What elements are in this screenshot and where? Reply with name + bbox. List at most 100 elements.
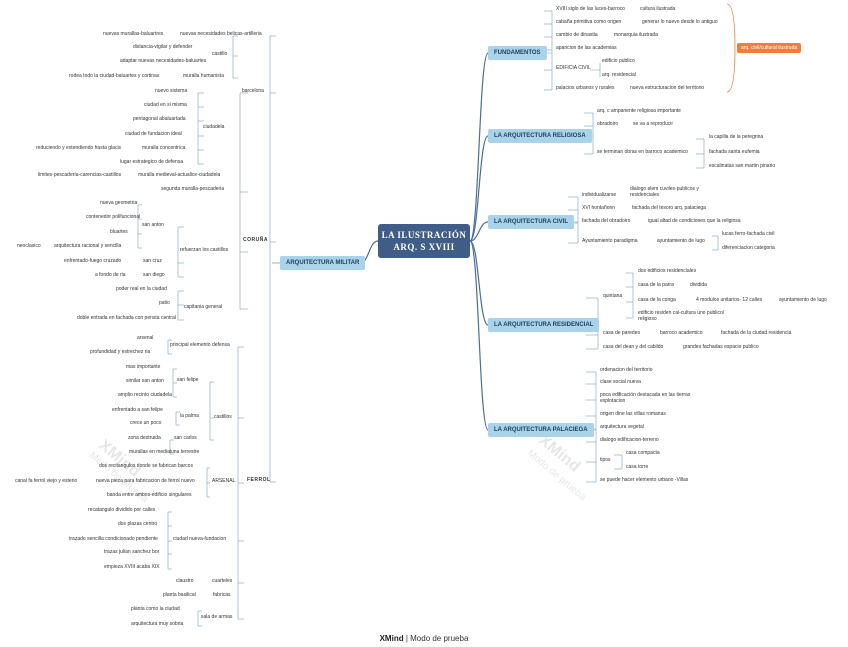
subtopic-coruna[interactable]: CORUÑA [243,237,268,243]
node[interactable]: casa de la conga [638,297,676,303]
node[interactable]: poder real en la ciudad [116,286,167,292]
node[interactable]: a fondo de ria [95,272,126,278]
node[interactable]: igual altad de condiciones que la religi… [648,218,741,224]
node[interactable]: amplio recinto ciudadela [118,392,172,398]
node[interactable]: crece un poco [130,420,162,426]
node[interactable]: empieza XVIII acaba XIX [104,564,160,570]
node[interactable]: murallas en medialuna terrestre [129,449,200,455]
node[interactable]: dialogo elem cuviles-publicos y residenc… [630,186,699,198]
node[interactable]: arquitectura muy sobria [131,621,184,627]
node[interactable]: muralla medieval-actualice-ciudadela [138,172,221,178]
node[interactable]: casa compacta [626,450,660,456]
node[interactable]: san carlos [174,435,197,441]
node[interactable]: origen dine las villas romanas [600,411,666,417]
node[interactable]: diferenciacion categoria [722,245,775,251]
node[interactable]: grandes fachadas espacio publico [683,344,759,350]
node[interactable]: XVI hontañonn [582,205,616,211]
node[interactable]: ayuntamiento de lugo [657,238,705,244]
node[interactable]: fachada del tesoro arq. palaciega [632,205,706,211]
branch-religiosa[interactable]: LA ARQUITECTURA RELIGIOSA [488,129,592,143]
node[interactable]: escalinatas san martin pinario [709,163,776,169]
node[interactable]: se va a reproducir [633,121,674,127]
branch-militar[interactable]: ARQUITECTURA MILITAR [280,256,366,270]
branch-civil[interactable]: LA ARQUITECTURA CIVIL [488,215,574,229]
node[interactable]: se terminan obras en barroco academico [597,149,688,155]
node[interactable]: poca edificación destacada en las tierra… [600,392,691,404]
node[interactable]: nueva geometria [100,200,138,206]
node[interactable]: cambio de dinastia [556,32,598,38]
node[interactable]: fachada del obradoiro [582,218,631,224]
node[interactable]: rodea todo la ciudad-baluartes y cortina… [69,73,160,79]
node[interactable]: doble entrada en fachada con pensta cent… [77,315,176,321]
node[interactable]: san felipe [177,377,199,383]
node[interactable]: EDIFICIA CIVIL [556,65,591,71]
node[interactable]: dos edificios residenciales [638,268,697,274]
node[interactable]: trazado sencilla condicionado pendiente [69,536,158,542]
subtopic-ferrol[interactable]: FERROL [247,477,271,483]
node[interactable]: casa torre [626,464,649,470]
node[interactable]: barcelona [242,88,264,94]
node[interactable]: neoclasico [17,243,41,249]
node[interactable]: patio [159,300,170,306]
node[interactable]: profundidad y estrechez ria [90,349,151,355]
node[interactable]: zona destruida [128,435,161,441]
node[interactable]: tipos [600,457,611,463]
node[interactable]: se puede hacer elemento urbano -Villas [600,477,689,483]
node[interactable]: edificio publico [602,58,635,64]
node[interactable]: mas importante [126,364,161,370]
node[interactable]: arquitectura racional y sencilla [54,243,122,249]
node[interactable]: principal elemento defensa [170,342,230,348]
node[interactable]: edificio residen cal-cultura uno publico… [638,310,725,322]
node[interactable]: planta como la ciudad [131,606,180,612]
node[interactable]: lucas ferro-fachada civil [722,231,775,237]
node[interactable]: planta basilical [163,592,196,598]
node[interactable]: la capilla de la peregrina [709,134,764,140]
node[interactable]: bluartes [110,229,128,235]
node[interactable]: castillo [212,51,228,57]
node[interactable]: la palma [180,413,199,419]
central-topic[interactable]: LA ILUSTRACIÓN ARQ. S XVIII [378,224,470,258]
node[interactable]: trazas julian sanchez bor [104,549,160,555]
node[interactable]: muralla humanista [183,73,224,79]
node[interactable]: limites-pescadería-carencias-castillos [38,172,122,178]
node[interactable]: ciudadela [203,124,225,130]
node[interactable]: fachada santa eufemia [709,149,760,155]
branch-fundamentos[interactable]: FUNDAMENTOS [488,46,547,60]
node[interactable]: cabaña primitiva como origen [556,19,622,25]
node[interactable]: reduciendo y extendiendo hasta glacis [36,145,122,151]
node[interactable]: arquitectura vegetal [600,424,644,430]
node[interactable]: san cruz [143,258,162,264]
node[interactable]: contenedor polifuncional [86,214,141,220]
node[interactable]: segunda muralla-pescaderia [161,186,225,192]
node[interactable]: similar san anton [126,378,164,384]
node[interactable]: fachada de la ciudad residencia [721,330,792,336]
node[interactable]: dos plazas centro [118,521,158,527]
node[interactable]: sala de armas [201,614,233,620]
node[interactable]: generar lo nuevo desde lo antiguo [642,19,718,25]
node[interactable]: distancia-vigilar y defender [133,44,193,50]
node[interactable]: cultura ilustrada [640,6,676,12]
node[interactable]: nuevo sistema [155,88,188,94]
node[interactable]: nuevas necesidades belicas-artilleria [180,31,262,37]
node[interactable]: refuerzan los castillos [180,247,229,253]
node[interactable]: castillos [214,414,232,420]
node[interactable]: dividida [690,282,707,288]
node[interactable]: claustro [176,578,194,584]
summary-label[interactable]: arq. civil/cultural ilustrada [737,43,802,53]
node[interactable]: Ayuntamiento paradigma [582,238,638,244]
node[interactable]: individualizarse [582,192,617,198]
node[interactable]: pentagonal abaluartada [133,116,186,122]
node[interactable]: XVIII siglo de las luces-barroco [556,6,625,12]
node[interactable]: enfrentado a san felipe [112,407,163,413]
node[interactable]: quintana [603,293,623,299]
node[interactable]: dos recitangulos donde se fabrican barco… [99,463,193,469]
node[interactable]: banda entre ambos-edificio singulares [107,492,192,498]
node[interactable]: monarquia ilustrada [614,32,658,38]
node[interactable]: arsenal [137,335,154,341]
node[interactable]: ciudad nueva-fundacion [173,536,227,542]
node[interactable]: ciudad de fundacion ideal [125,131,182,137]
node[interactable]: cuarteles [212,578,233,584]
node[interactable]: 4 modulos unitarios- 12 calles [696,297,763,303]
node[interactable]: clase social nueva [600,379,641,385]
node[interactable]: adaptar nuevas necesidades-baluartes [120,58,207,64]
